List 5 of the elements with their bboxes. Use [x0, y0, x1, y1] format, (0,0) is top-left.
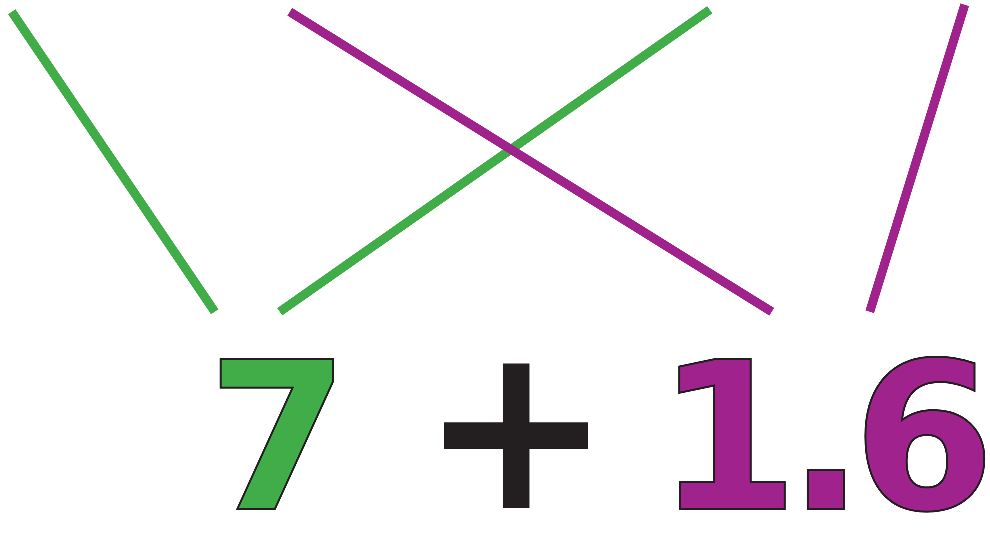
number-text: 1.6	[656, 344, 984, 534]
connector-line	[8, 9, 219, 315]
plus-sign: +	[420, 335, 613, 525]
connector-line	[866, 4, 970, 314]
number-text: 7	[207, 344, 338, 534]
